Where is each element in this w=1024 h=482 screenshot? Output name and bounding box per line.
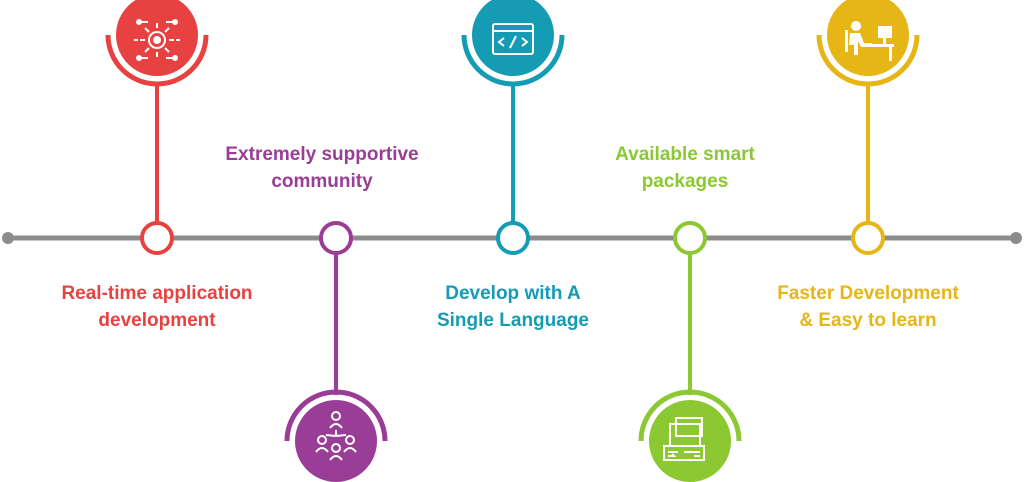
gear-circuit-icon (134, 19, 180, 61)
step-3-marker (461, 0, 565, 255)
developer-desk-icon (845, 21, 894, 61)
step-5-label: Faster Development & Easy to learn (748, 280, 988, 334)
step-3-label: Develop with A Single Language (393, 280, 633, 334)
step-2-label-line2: community (271, 171, 373, 192)
step-2-label-line1: Extremely supportive (225, 144, 419, 165)
timeline-end-dot (1010, 232, 1022, 244)
step-5-label-line1: Faster Development (777, 283, 959, 304)
step-1-label-line2: development (98, 310, 216, 331)
community-network-icon (315, 411, 357, 461)
step-4-label-line1: Available smart (615, 144, 755, 165)
step-3-label-line2: Single Language (436, 310, 590, 331)
step-4-marker (638, 221, 742, 482)
code-window-icon (492, 23, 534, 55)
packages-icon (663, 417, 705, 461)
step-1-label-line1: Real-time application (61, 283, 253, 304)
step-2-label: Extremely supportive community (202, 141, 442, 195)
step-5-marker (816, 0, 920, 255)
step-5-label-line2: & Easy to learn (799, 310, 937, 331)
step-2-marker (284, 221, 388, 482)
timeline-start-dot (2, 232, 14, 244)
step-4-label: Available smart packages (565, 141, 805, 195)
step-1-label: Real-time application development (37, 280, 277, 334)
step-3-label-line1: Develop with A (445, 283, 581, 304)
step-4-label-line2: packages (641, 171, 729, 192)
